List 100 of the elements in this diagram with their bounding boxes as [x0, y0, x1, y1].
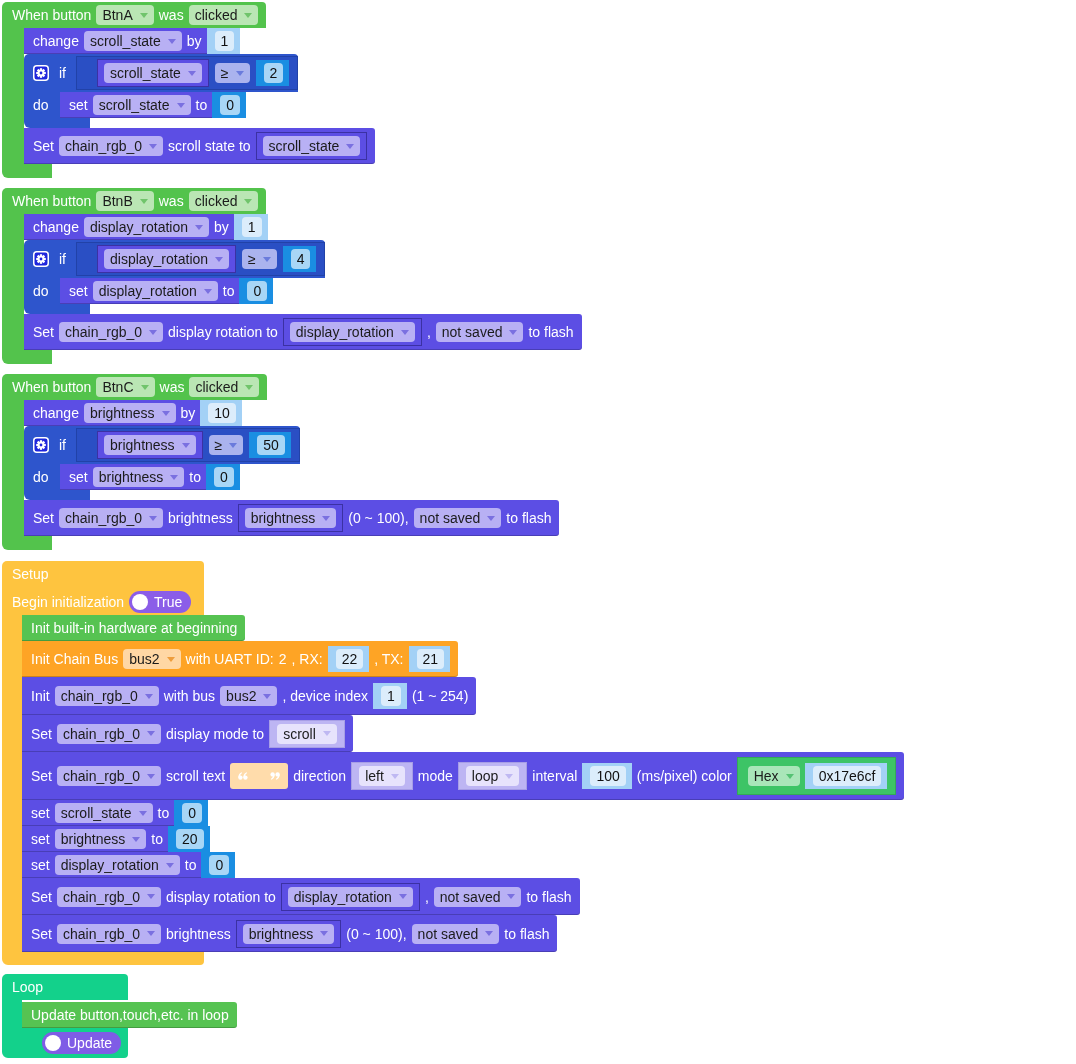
block-label: (0 ~ 100),: [346, 925, 407, 942]
statement-block: [60, 92, 246, 118]
statement-block: [24, 400, 242, 426]
number-field: 20: [175, 829, 204, 849]
variable-block: [237, 504, 344, 532]
block-label: if: [59, 437, 66, 453]
statement-block: [22, 615, 246, 641]
block-label: to: [195, 97, 208, 113]
toggle-switch: True: [129, 591, 192, 613]
dropdown-field: scroll_state: [54, 803, 153, 823]
block-label: direction: [293, 768, 347, 784]
number-block: [200, 400, 242, 426]
number-field: 22: [335, 649, 364, 669]
block-label: set: [69, 283, 88, 299]
dropdown-field: scroll_state: [83, 31, 182, 51]
dropdown-field: clicked: [189, 377, 260, 397]
statement-block: [24, 214, 268, 240]
statement-block: [60, 278, 274, 304]
dropdown-field: chain_rgb_0: [59, 508, 164, 528]
block-label: Init: [31, 688, 50, 704]
block-label: scroll text: [166, 768, 226, 784]
block-label: Update button,touch,etc. in loop: [31, 1007, 229, 1023]
dropdown-field: chain_rgb_0: [57, 766, 162, 786]
block-label: mode: [417, 768, 453, 784]
variable-block: [97, 59, 209, 87]
dropdown-field: ≥: [242, 249, 277, 269]
number-field: 4: [290, 249, 311, 269]
block-label: to flash: [506, 510, 552, 526]
block-label: to flash: [504, 925, 550, 942]
color-block: [736, 757, 897, 795]
block-label: (1 ~ 254): [411, 688, 469, 704]
block-label: scroll state to: [168, 138, 251, 154]
block-label: display mode to: [166, 725, 265, 742]
text-block: [230, 763, 289, 789]
number-block: [205, 464, 240, 490]
number-block: [282, 246, 317, 272]
number-field: 2: [263, 63, 284, 83]
block-label: to: [184, 857, 197, 873]
dropdown-field: display_rotation: [104, 249, 230, 269]
block-label: with UART ID:: [185, 651, 274, 667]
dropdown-field: scroll_state: [92, 95, 191, 115]
statement-block: [22, 752, 905, 800]
number-field: 21: [416, 649, 445, 669]
dropdown-field: Hex: [747, 766, 800, 786]
dropdown-field: scroll_state: [262, 136, 361, 156]
block-label: was: [158, 193, 184, 209]
dropdown-field: brightness: [104, 435, 196, 455]
block-label: do: [33, 97, 49, 113]
block-label: display rotation to: [168, 324, 278, 340]
dropdown-field: clicked: [188, 5, 259, 25]
option-block: [269, 719, 345, 748]
dropdown-field: ≥: [214, 63, 250, 83]
block-label: Set: [31, 888, 52, 905]
block-label: interval: [532, 768, 578, 784]
dropdown-field: bus2: [123, 649, 181, 669]
block-label: change: [33, 219, 79, 235]
statement-block: [22, 852, 236, 878]
dropdown-field: bus2: [220, 686, 278, 706]
number-block: [408, 646, 451, 672]
number-field: 10: [208, 403, 236, 423]
block-label: to: [157, 805, 170, 821]
dropdown-field: chain_rgb_0: [59, 136, 164, 156]
number-block: [201, 852, 236, 878]
dropdown-field: brightness: [242, 923, 335, 944]
dropdown-field: left: [359, 766, 405, 786]
toggle-switch: Update: [42, 1032, 122, 1054]
text-field: 0x17e6cf: [812, 766, 882, 786]
dropdown-field: chain_rgb_0: [59, 322, 164, 342]
block-title: Loop: [12, 979, 44, 995]
block-label: do: [33, 283, 49, 299]
block-label: to flash: [526, 888, 572, 905]
dropdown-field: ≥: [208, 435, 244, 455]
if-block: [24, 54, 299, 128]
block-label: set: [31, 857, 50, 873]
block-label: set: [69, 97, 88, 113]
dropdown-field: BtnA: [96, 5, 154, 25]
block-label: by: [186, 33, 202, 49]
number-block: [212, 92, 246, 118]
statement-block: [22, 826, 210, 852]
dropdown-field: brightness: [92, 467, 185, 487]
block-label: Begin initialization: [12, 594, 125, 610]
number-field: 100: [590, 766, 626, 786]
statement-block: [22, 915, 558, 952]
block-label: (ms/pixel) color: [636, 768, 732, 784]
block-label: Init built-in hardware at beginning: [31, 620, 238, 636]
block-label: , RX:: [291, 651, 323, 667]
block-label: to flash: [528, 324, 574, 340]
dropdown-field: not saved: [411, 923, 500, 944]
block-label: When button: [12, 379, 92, 395]
dropdown-field: display_rotation: [83, 217, 209, 237]
number-field: 1: [214, 31, 235, 51]
number-field: 0: [220, 95, 240, 115]
block-label: ,: [426, 324, 431, 340]
number-block: [206, 28, 241, 54]
dropdown-field: brightness: [54, 829, 147, 849]
variable-block: [97, 245, 237, 273]
block-label: brightness: [168, 510, 233, 526]
block-label: brightness: [166, 925, 231, 942]
number-block: [373, 683, 407, 709]
dropdown-field: not saved: [435, 322, 524, 342]
